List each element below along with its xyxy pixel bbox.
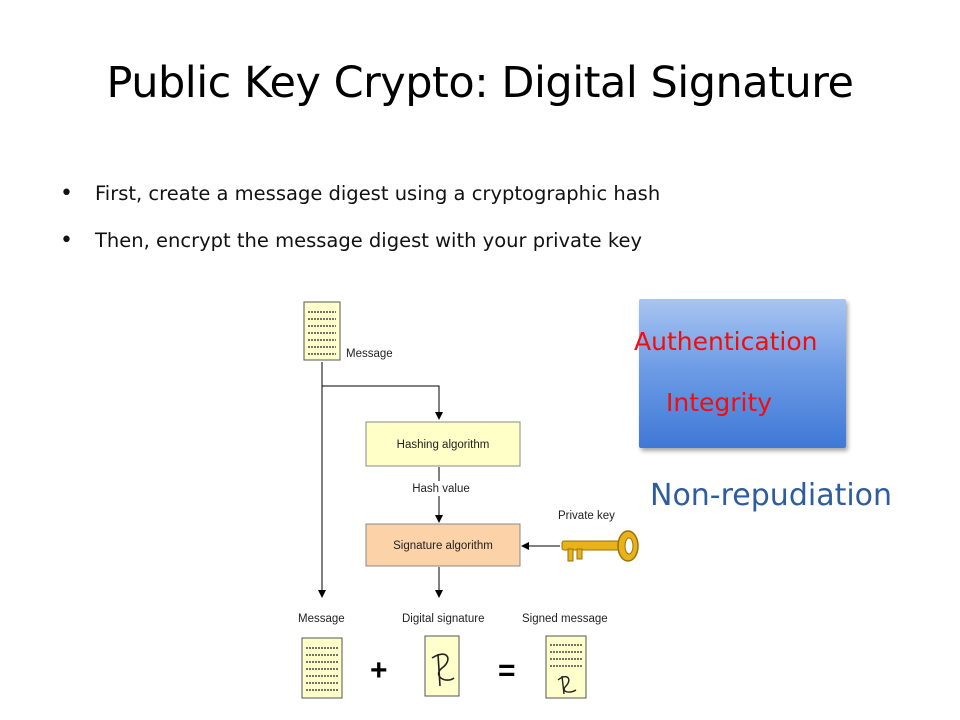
message-document-icon [301,637,343,699]
hash-branch-arrow [322,385,443,420]
hash-value-label: Hash value [412,483,470,495]
bullet-dot: • [60,181,73,206]
signed-message-document-icon [545,635,587,699]
hash-value-bg [408,481,474,496]
bullet-list: • First, create a message digest using a … [60,176,660,270]
key-icon [561,530,639,562]
properties-box [639,299,846,448]
plus-sign: + [370,654,388,687]
integrity-label: Integrity [666,388,773,417]
message-document-icon [303,301,341,361]
hashing-algorithm-label: Hashing algorithm [397,439,490,451]
signature-algorithm-box [365,523,521,567]
equals-sign: = [498,654,516,687]
bullet-item: • First, create a message digest using a … [60,176,660,223]
bullet-text: First, create a message digest using a c… [95,182,661,205]
private-key-label: Private key [558,510,615,522]
signature-document-icon [424,635,460,697]
slide-title: Public Key Crypto: Digital Signature [106,58,854,108]
message-top-label: Message [346,348,393,360]
bullet-dot: • [60,228,73,253]
bullet-item: • Then, encrypt the message digest with y… [60,223,660,270]
hashing-algorithm-box [365,421,521,467]
bullet-text: Then, encrypt the message digest with yo… [95,229,642,252]
signature-diagram: Message Hashing algorithm Hash value Sig… [298,301,639,699]
signature-algorithm-label: Signature algorithm [393,540,493,552]
non-repudiation-label: Non-repudiation [650,478,893,513]
digital-signature-label: Digital signature [402,613,484,625]
authentication-label: Authentication [634,327,818,356]
message-bottom-label: Message [298,613,345,625]
signed-message-label: Signed message [522,613,608,625]
